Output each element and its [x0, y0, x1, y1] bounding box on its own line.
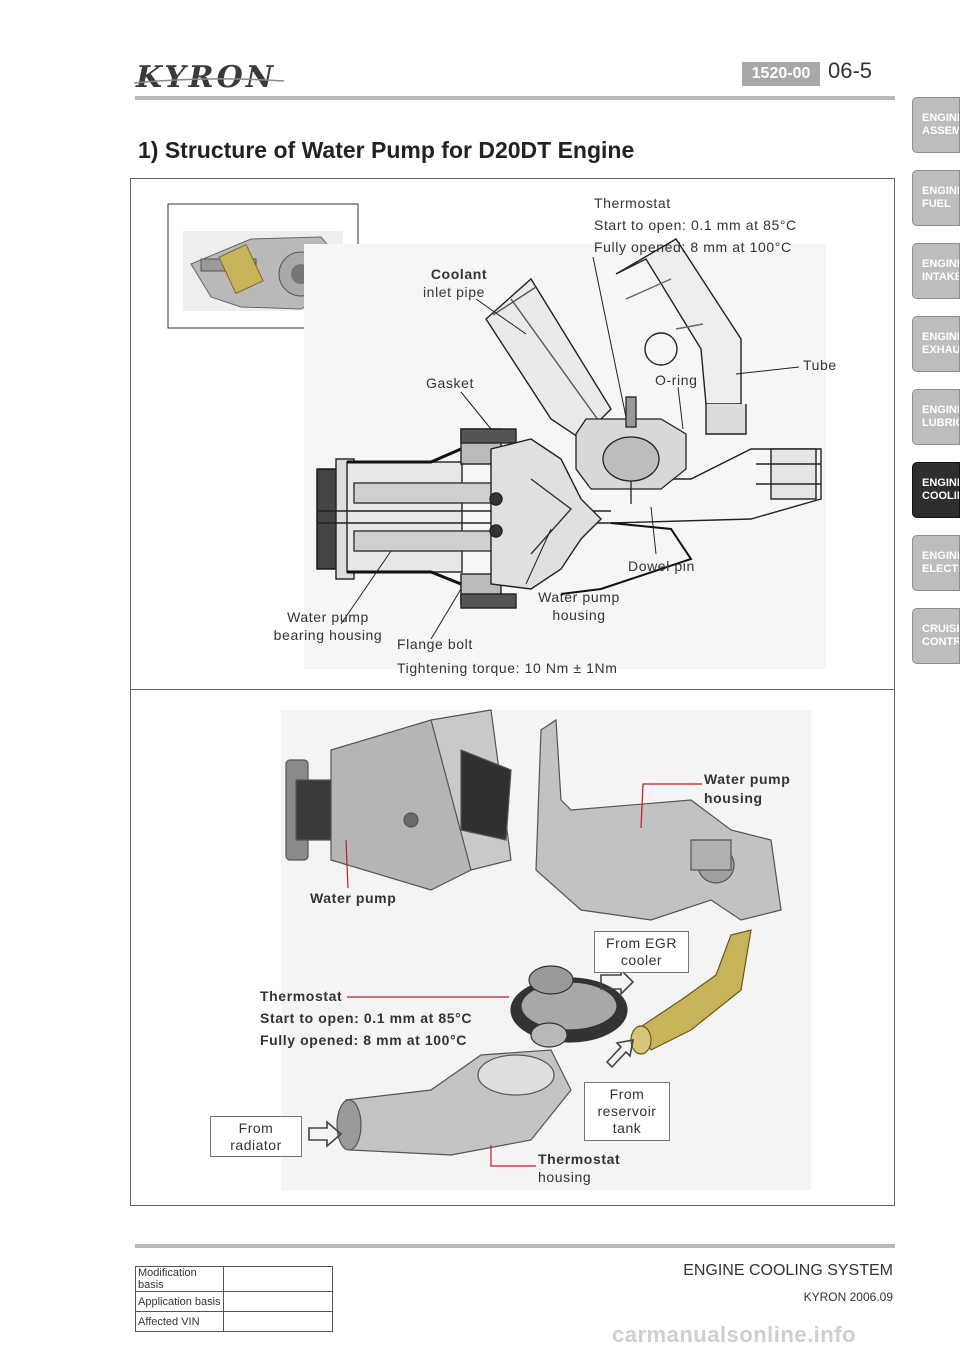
box-line: From	[609, 1086, 645, 1102]
tab-label-line1: ENGINE	[922, 258, 960, 270]
photo-label-water-pump: Water pump	[310, 890, 397, 906]
side-tab-cruise-control[interactable]: CRUISECONTRO	[912, 608, 960, 664]
side-tab-engine-exhaust[interactable]: ENGINEEXHAUST	[912, 316, 960, 372]
side-tab-engine-assembly[interactable]: ENGINEASSEMBL	[912, 97, 960, 153]
diagram-label-fully-opened: Fully opened: 8 mm at 100°C	[594, 239, 792, 255]
modification-table: Modification basis Application basis Aff…	[135, 1266, 333, 1332]
tab-label-line2: INTAKE	[922, 271, 960, 283]
diagram-label-bearing-housing-1: Water pump	[287, 609, 369, 625]
table-cell-label: Application basis	[135, 1291, 224, 1312]
diagram-label-tube: Tube	[803, 357, 837, 373]
box-line: radiator	[230, 1136, 282, 1153]
table-cell-label: Affected VIN	[135, 1311, 224, 1332]
tab-label-line1: ENGINE	[922, 112, 960, 124]
table-cell-label: Modification basis	[135, 1266, 224, 1292]
box-line: From	[238, 1119, 274, 1136]
water-pump-exploded-photo	[281, 709, 811, 1190]
photo-thermostat	[510, 965, 628, 1048]
box-line: reservoir	[597, 1103, 657, 1119]
water-pump-cross-section-diagram	[167, 203, 826, 669]
tab-label-line2: LUBRICA	[922, 417, 959, 429]
photo-water-pump	[285, 709, 512, 891]
table-row: Affected VIN	[135, 1311, 333, 1332]
photo-label-start-open: Start to open: 0.1 mm at 85°C	[260, 1010, 473, 1026]
photo-box-from-egr: From EGR cooler	[594, 931, 689, 973]
photo-label-thermostat-housing-1: Thermostat	[538, 1151, 621, 1167]
diagram-label-gasket: Gasket	[426, 375, 474, 391]
pump-housing-body	[489, 412, 822, 595]
table-cell-value	[223, 1291, 333, 1312]
table-cell-value	[223, 1311, 333, 1332]
photo-egr-tube	[630, 929, 752, 1055]
footer-model: KYRON 2006.09	[803, 1290, 893, 1304]
diagram-label-o-ring: O-ring	[655, 372, 698, 388]
diagram-label-bearing-housing-2: bearing housing	[273, 627, 383, 643]
photo-label-pump-housing-2: housing	[704, 790, 763, 806]
diagram-leader-lines	[340, 256, 800, 640]
photo-box-from-reservoir: From reservoir tank	[584, 1082, 670, 1141]
tab-label-line2: EXHAUST	[922, 344, 960, 356]
diagram-label-flange-bolt: Flange bolt	[397, 636, 473, 652]
diagram-label-coolant: Coolant	[430, 266, 488, 282]
thermostat-unit	[575, 396, 687, 504]
tab-label-line2: COOLING	[922, 490, 959, 502]
photo-label-thermostat-housing-2: housing	[538, 1169, 592, 1185]
tab-label-line1: ENGINE	[922, 185, 960, 197]
tab-label-line2: ASSEMBL	[922, 125, 960, 137]
header-rule	[135, 96, 895, 100]
diagram-label-thermostat: Thermostat	[594, 195, 671, 211]
diagram-label-inlet-pipe: inlet pipe	[422, 284, 486, 300]
watermark: carmanualsonline.info	[612, 1322, 856, 1347]
photo-box-from-radiator: From radiator	[210, 1116, 302, 1157]
tab-label-line1: ENGINE	[922, 404, 960, 416]
box-line: tank	[612, 1120, 642, 1136]
tab-label-line2: CONTRO	[922, 636, 959, 648]
box-line: cooler	[620, 952, 663, 968]
logo-swoosh-icon	[134, 78, 284, 84]
footer-rule	[135, 1244, 895, 1248]
section-code-badge: 1520-00	[742, 62, 820, 86]
page-number: 06-5	[828, 58, 873, 83]
photo-flow-arrows	[308, 968, 635, 1148]
pump-shaft-assembly	[316, 428, 611, 609]
tab-label-line2: ELECTRI	[922, 563, 959, 575]
photo-label-thermostat: Thermostat	[260, 988, 343, 1004]
photo-leader-lines	[345, 783, 702, 1167]
photo-thermostat-housing	[336, 1049, 572, 1156]
diagram-label-start-open: Start to open: 0.1 mm at 85°C	[594, 217, 797, 233]
figure-frame	[130, 178, 895, 1206]
diagram-label-pump-housing-2: housing	[552, 607, 606, 623]
tab-label-line1: CRUISE	[922, 623, 960, 635]
diagram-label-dowel-pin: Dowel pin	[628, 558, 695, 574]
table-row: Application basis	[135, 1291, 333, 1312]
photo-label-fully-opened: Fully opened: 8 mm at 100°C	[260, 1032, 467, 1048]
photo-label-pump-housing-1: Water pump	[704, 771, 791, 787]
diagram-label-pump-housing-1: Water pump	[538, 589, 620, 605]
side-tab-engine-lubrication[interactable]: ENGINELUBRICA	[912, 389, 960, 445]
kyron-logo: KYRON	[136, 60, 277, 95]
outlet-tube	[615, 238, 747, 435]
tab-label-line2: FUEL	[922, 198, 951, 210]
tab-label-line1: ENGINE	[922, 477, 960, 489]
diagram-label-torque: Tightening torque: 10 Nm ± 1Nm	[397, 660, 618, 676]
photo-pump-housing	[535, 718, 782, 921]
page-title: 1) Structure of Water Pump for D20DT Eng…	[138, 137, 635, 163]
tab-label-line1: ENGINE	[922, 331, 960, 343]
table-cell-value	[223, 1266, 333, 1292]
figure-divider	[130, 689, 895, 690]
table-row: Modification basis	[135, 1266, 333, 1292]
side-tab-engine-electrical[interactable]: ENGINEELECTRI	[912, 535, 960, 591]
footer-title: ENGINE COOLING SYSTEM	[683, 1262, 893, 1279]
tab-label-line1: ENGINE	[922, 550, 960, 562]
box-line: From EGR	[606, 935, 677, 951]
